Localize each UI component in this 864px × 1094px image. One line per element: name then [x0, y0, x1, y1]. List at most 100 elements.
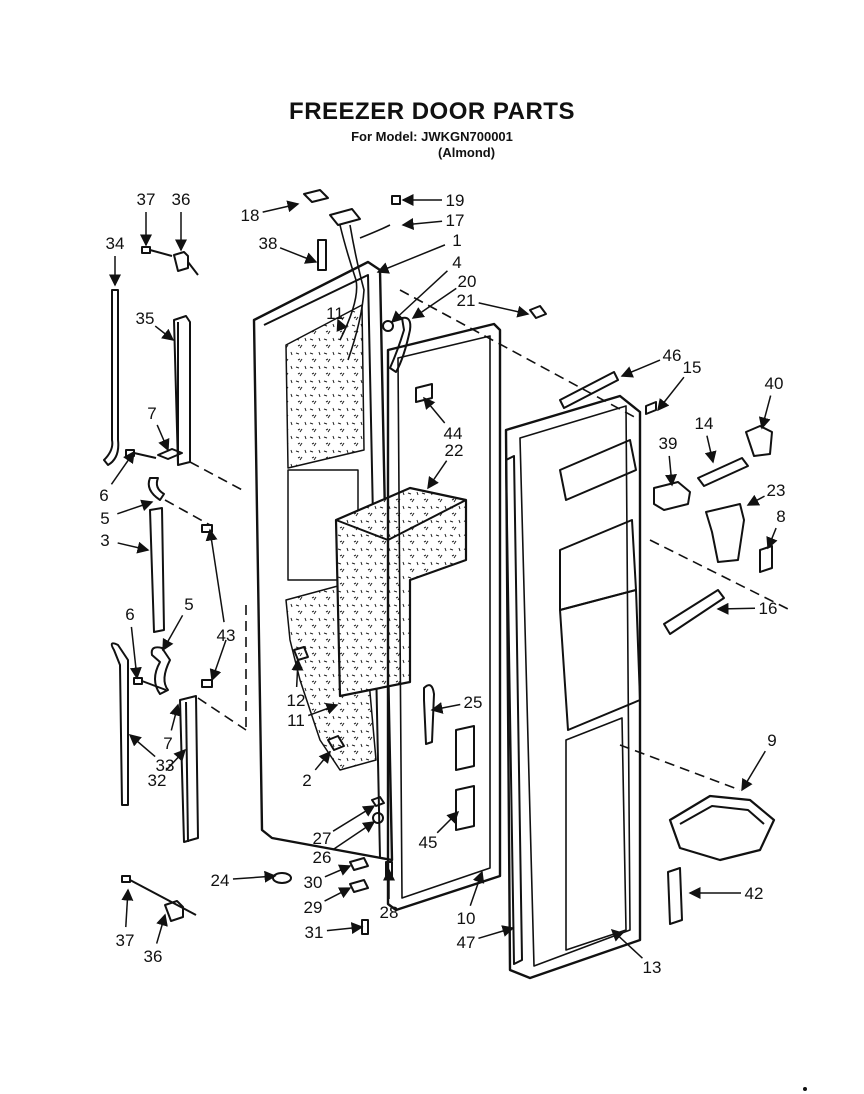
- leader-line: [332, 821, 376, 851]
- callout-number: 20: [458, 272, 477, 291]
- hinge-strip-34: [103, 289, 120, 466]
- leader-line: [665, 455, 677, 487]
- callout-number: 2: [302, 771, 311, 790]
- callout-15: 15: [657, 358, 702, 412]
- callout-43: 43: [205, 528, 236, 645]
- callout-number: 23: [767, 481, 786, 500]
- leader-line: [154, 325, 175, 341]
- callout-number: 45: [419, 833, 438, 852]
- leader-line: [129, 626, 142, 680]
- callout-number: 6: [99, 486, 108, 505]
- leader-line: [307, 702, 339, 717]
- leader-line: [376, 244, 446, 274]
- bracket-18: [303, 189, 329, 203]
- callout-26: 26: [313, 821, 376, 867]
- callout-19: 19: [401, 191, 465, 210]
- plug-21: [529, 305, 547, 319]
- callout-29: 29: [304, 887, 352, 917]
- leader-line: [324, 887, 352, 902]
- screw-37-bottom: [121, 875, 197, 916]
- strip-47: [505, 455, 523, 965]
- callout-number: 15: [683, 358, 702, 377]
- screw-43-top: [201, 524, 213, 688]
- leader-line: [336, 318, 348, 333]
- grommet-4: [382, 320, 394, 332]
- leader-line: [478, 302, 530, 318]
- callout-14: 14: [695, 414, 717, 464]
- callout-8: 8: [766, 507, 786, 550]
- leader-line: [423, 396, 446, 424]
- screw-37-top: [141, 246, 173, 257]
- callout-7: 7: [163, 703, 182, 753]
- callout-number: 3: [100, 531, 109, 550]
- callout-number: 17: [446, 211, 465, 230]
- channel-32: [179, 695, 199, 843]
- callout-number: 26: [313, 848, 332, 867]
- callout-number: 30: [304, 873, 323, 892]
- leader-line: [620, 359, 661, 378]
- leader-line: [766, 527, 778, 550]
- leader-line: [716, 602, 756, 615]
- callout-number: 9: [767, 731, 776, 750]
- chute-23: [705, 503, 745, 563]
- callout-1: 1: [376, 231, 462, 274]
- callout-28: 28: [380, 868, 398, 922]
- rail-16: [663, 589, 725, 635]
- corner-mark: [803, 1087, 807, 1091]
- leader-line: [162, 614, 184, 652]
- part-26: [372, 812, 384, 824]
- leader-line: [610, 928, 643, 959]
- callout-number: 14: [695, 414, 714, 433]
- callout-number: 10: [457, 909, 476, 928]
- callout-46: 46: [620, 346, 681, 378]
- part-29: [349, 879, 369, 893]
- callout-25: 25: [430, 693, 482, 714]
- wire-harness-17: [329, 208, 391, 361]
- callout-number: 6: [125, 605, 134, 624]
- callout-number: 5: [184, 595, 193, 614]
- callout-number: 22: [445, 441, 464, 460]
- callout-4: 4: [390, 253, 462, 324]
- drip-tray-9: [668, 794, 776, 862]
- leader-line: [156, 424, 170, 452]
- callout-number: 7: [147, 404, 156, 423]
- callout-39: 39: [659, 434, 677, 487]
- callout-36: 36: [172, 190, 191, 252]
- leader-line: [758, 395, 772, 430]
- leader-line: [390, 270, 448, 324]
- callout-number: 21: [457, 291, 476, 310]
- callout-11: 11: [326, 304, 348, 333]
- callout-35: 35: [136, 309, 175, 341]
- callout-37: 37: [137, 190, 155, 247]
- leader-line: [741, 750, 766, 792]
- callout-number: 36: [172, 190, 191, 209]
- callout-number: 43: [217, 626, 236, 645]
- leader-line: [430, 702, 461, 714]
- leader-line: [279, 247, 318, 264]
- callout-36: 36: [144, 913, 168, 966]
- callout-number: 47: [457, 933, 476, 952]
- callout-21: 21: [457, 291, 530, 318]
- callout-10: 10: [457, 870, 485, 928]
- callout-number: 35: [136, 309, 155, 328]
- leader-line: [469, 870, 485, 906]
- leader-line: [746, 494, 765, 506]
- callout-47: 47: [457, 925, 515, 952]
- leader-line: [314, 750, 331, 771]
- callout-number: 36: [144, 947, 163, 966]
- clip-36-top: [173, 251, 199, 276]
- screw-15: [645, 401, 657, 415]
- callout-40: 40: [758, 374, 783, 430]
- leader-line: [155, 913, 168, 944]
- callout-number: 31: [305, 923, 324, 942]
- callout-20: 20: [411, 272, 477, 319]
- callout-13: 13: [610, 928, 661, 977]
- callout-number: 5: [100, 509, 109, 528]
- callout-2: 2: [302, 750, 331, 790]
- callout-number: 42: [745, 884, 764, 903]
- callout-number: 19: [446, 191, 465, 210]
- bracket-40: [745, 425, 773, 457]
- clip-36-bottom: [164, 900, 184, 922]
